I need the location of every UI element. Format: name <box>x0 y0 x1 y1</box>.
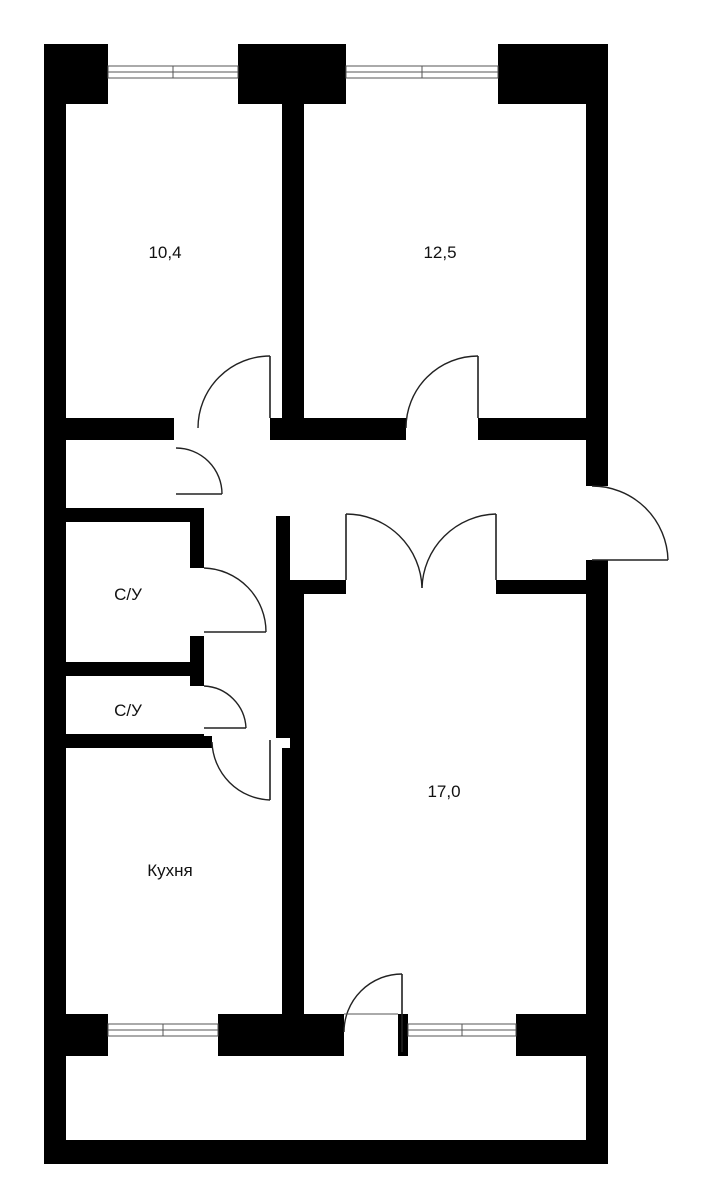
window-top-right <box>345 65 499 79</box>
corridor-right-wall <box>276 516 290 738</box>
walls <box>44 44 608 1164</box>
bathroom2-right-wall <box>190 676 204 686</box>
room-label-bathroom-1: С/У <box>114 585 142 604</box>
door-kitchen <box>211 740 271 801</box>
outer-wall-right-lower <box>586 560 608 1164</box>
living-top-wall-b <box>496 580 608 594</box>
top-pier-left <box>44 44 108 104</box>
outer-wall-right-upper <box>586 44 608 486</box>
window-bottom-left <box>107 1023 219 1037</box>
doors <box>175 355 669 1052</box>
kitchen-right-wall <box>282 748 304 1014</box>
top-pier-middle <box>238 44 346 104</box>
top-pier-right <box>498 44 608 104</box>
room-label-living-room: 17,0 <box>427 782 460 801</box>
room-label-kitchen: Кухня <box>147 861 193 880</box>
door-bathroom-1 <box>203 567 267 633</box>
bedroom-bottom-wall-a <box>44 418 174 440</box>
bathroom-right-wall <box>190 508 204 568</box>
bottom-pier-right <box>516 1014 608 1056</box>
bottom-pier-middle <box>218 1014 344 1056</box>
door-closet <box>175 447 223 495</box>
door-entrance <box>591 485 669 561</box>
living-top-wall-a <box>290 580 346 594</box>
room-label-bedroom-left: 10,4 <box>148 243 181 262</box>
door-living-double <box>345 513 497 589</box>
door-balcony <box>343 973 403 1052</box>
room-labels: 10,4 12,5 С/У С/У 17,0 Кухня <box>114 243 460 880</box>
bathroom-divider-wall <box>44 662 204 676</box>
room-label-bathroom-2: С/У <box>114 701 142 720</box>
bedroom-divider-wall <box>282 100 304 440</box>
kitchen-top-wall <box>44 736 212 748</box>
outer-wall-left <box>44 44 66 1164</box>
window-bottom-right <box>407 1023 517 1037</box>
bottom-pier-door-post <box>398 1014 408 1056</box>
outer-wall-bottom <box>44 1140 608 1164</box>
bedroom-bottom-wall-b <box>270 418 406 440</box>
bottom-pier-left <box>44 1014 108 1056</box>
door-bedroom-left <box>197 355 271 429</box>
window-top-left <box>107 65 239 79</box>
room-label-bedroom-right: 12,5 <box>423 243 456 262</box>
door-bathroom-2 <box>203 685 247 729</box>
door-bedroom-right <box>405 355 479 429</box>
bedroom-bottom-wall-c <box>478 418 608 440</box>
windows <box>107 65 517 1037</box>
closet-bottom-wall <box>44 508 204 522</box>
